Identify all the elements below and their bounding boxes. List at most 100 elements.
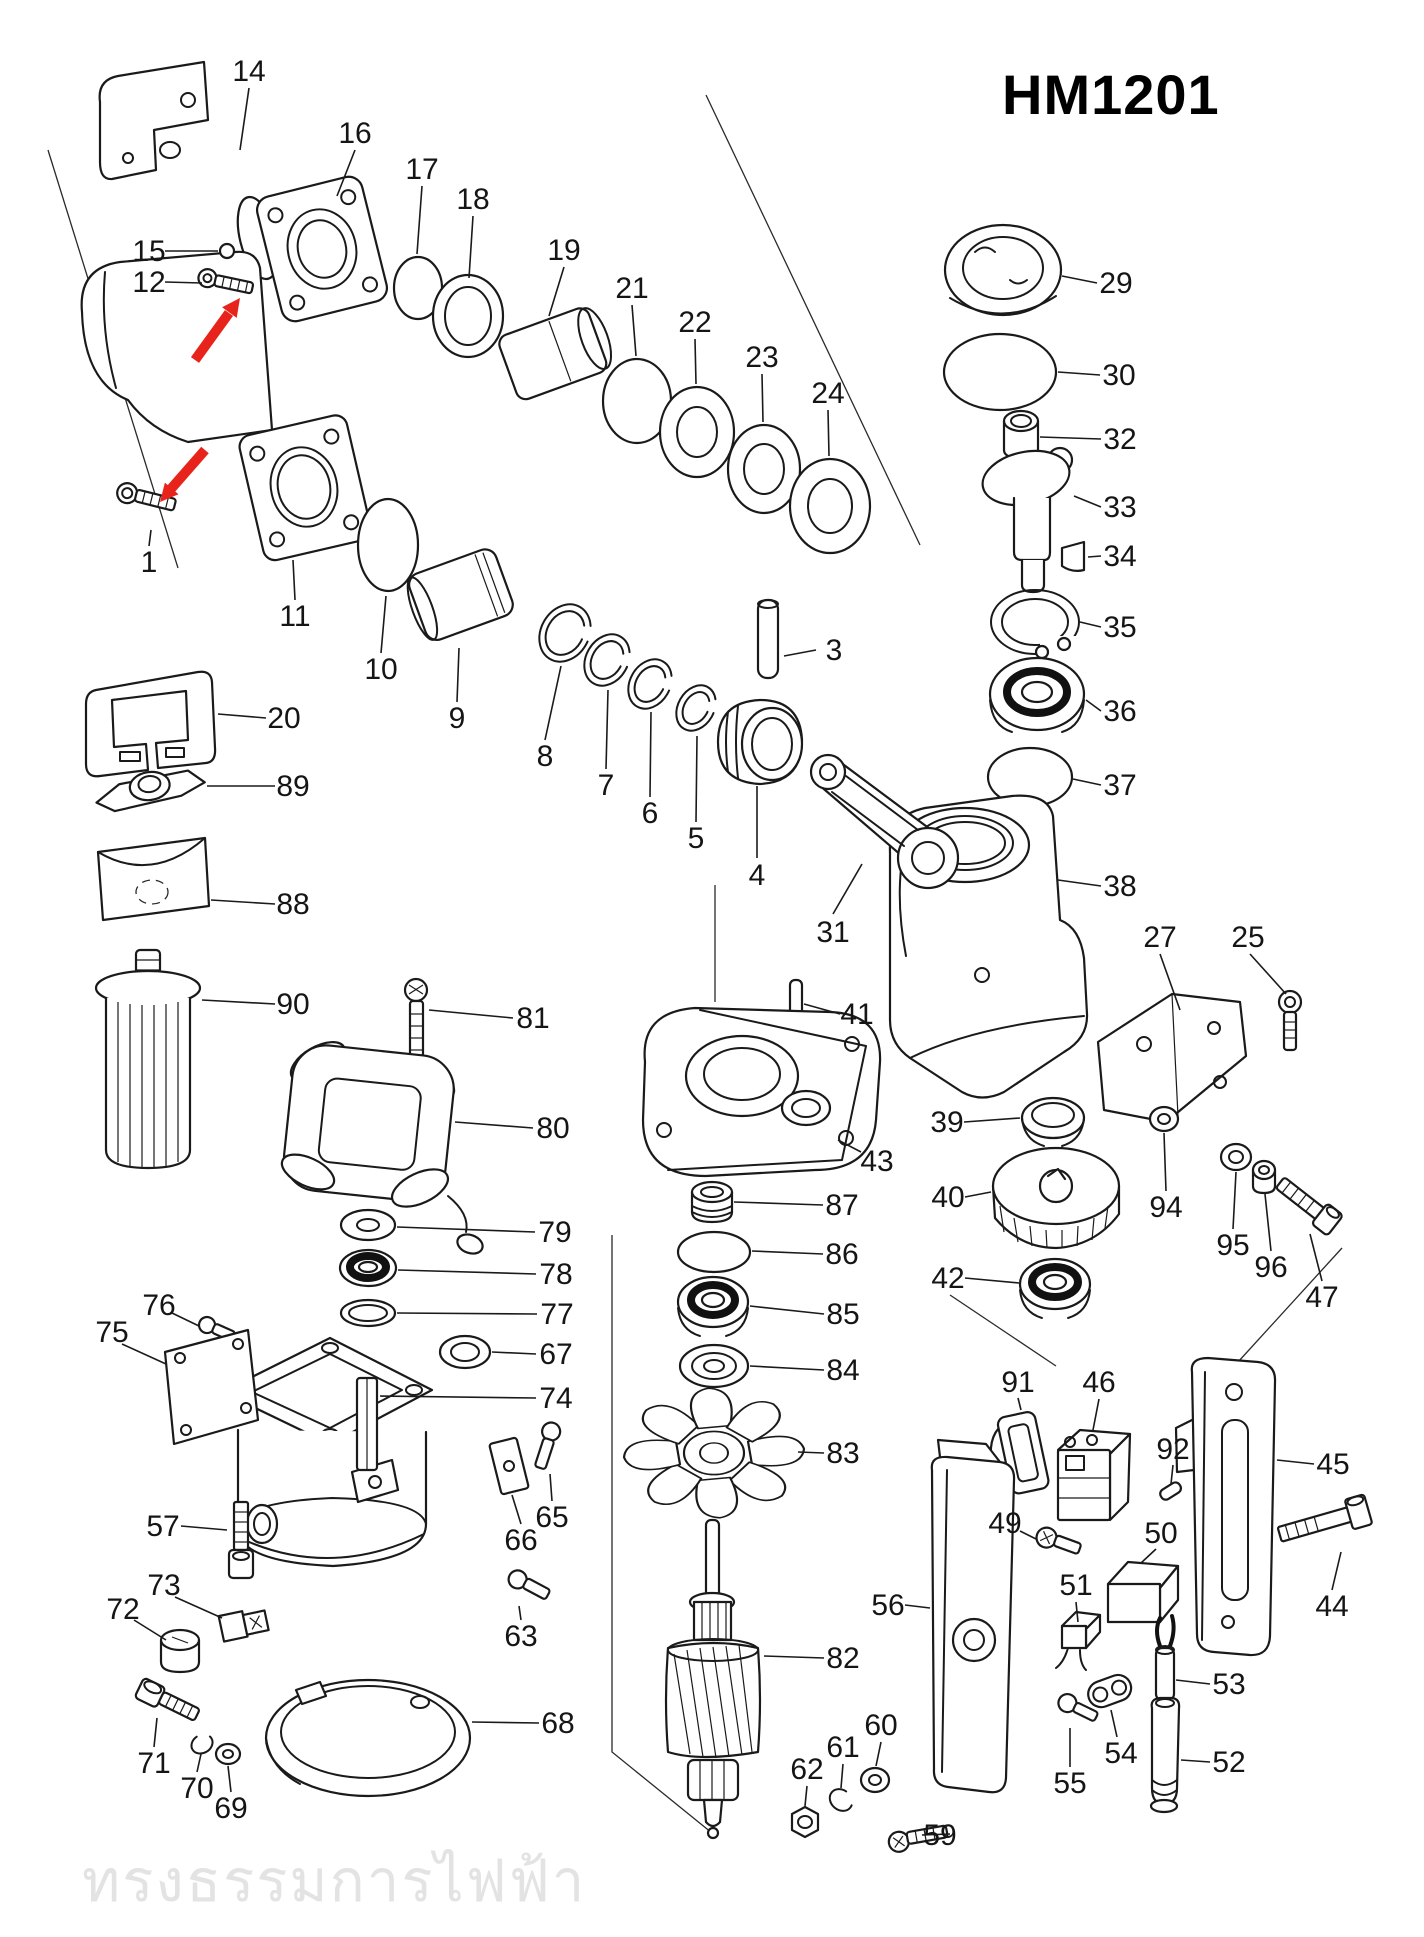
- part-label-66: 66: [504, 1524, 537, 1557]
- leader-line-68: [471, 1721, 540, 1724]
- part-label-94: 94: [1149, 1191, 1182, 1224]
- part-label-33: 33: [1103, 491, 1136, 524]
- leader-line-18: [468, 215, 474, 279]
- part-label-53: 53: [1212, 1668, 1245, 1701]
- part-label-42: 42: [931, 1262, 964, 1295]
- part-label-56: 56: [871, 1589, 904, 1622]
- leader-line-1: [148, 529, 152, 547]
- leader-line-6: [649, 711, 652, 798]
- part-label-31: 31: [816, 916, 849, 949]
- part-label-55: 55: [1053, 1767, 1086, 1800]
- part-label-24: 24: [811, 377, 844, 410]
- leader-line-30: [1057, 371, 1101, 376]
- part-94-drawing: [1148, 1105, 1180, 1133]
- part-65-drawing: [534, 1421, 562, 1470]
- part-label-9: 9: [449, 702, 466, 735]
- part-63-drawing: [507, 1569, 551, 1600]
- leader-line-42: [964, 1277, 1020, 1284]
- leader-line-51: [1075, 1601, 1079, 1623]
- part-79-drawing: [339, 1208, 397, 1242]
- part-label-22: 22: [678, 306, 711, 339]
- leader-line-67: [491, 1351, 537, 1355]
- part-label-49: 49: [988, 1507, 1021, 1540]
- part-30-drawing: [942, 332, 1058, 412]
- part-23-drawing: [726, 423, 802, 515]
- leader-line-77: [396, 1312, 538, 1315]
- leader-line-84: [749, 1365, 825, 1371]
- part-31-drawing: [809, 753, 960, 890]
- leader-line-76: [171, 1312, 200, 1327]
- page-title: HM1201: [1002, 63, 1220, 126]
- part-label-82: 82: [826, 1642, 859, 1675]
- leader-line-90: [201, 999, 276, 1005]
- leader-line-3: [783, 649, 817, 657]
- leader-line-27: [1159, 953, 1181, 1011]
- part-label-8: 8: [537, 740, 554, 773]
- part-96-drawing: [1251, 1159, 1277, 1195]
- part-label-3: 3: [826, 634, 843, 667]
- leader-line-21: [631, 304, 637, 357]
- leader-line-59: [921, 1833, 951, 1836]
- part-label-36: 36: [1103, 695, 1136, 728]
- part-46-drawing: [1056, 1428, 1132, 1522]
- part-20-drawing: [84, 670, 217, 778]
- part-label-6: 6: [642, 797, 659, 830]
- leader-line-31: [832, 863, 863, 915]
- highlight-arrow-lower: [160, 446, 209, 502]
- part-label-4: 4: [749, 859, 766, 892]
- part-55-drawing: [1057, 1693, 1099, 1722]
- leader-line-20: [217, 713, 267, 719]
- part-label-76: 76: [142, 1289, 175, 1322]
- part-label-17: 17: [405, 153, 438, 186]
- leader-line-23: [761, 373, 764, 423]
- part-label-85: 85: [826, 1298, 859, 1331]
- part-15-drawing: [218, 242, 236, 260]
- part-label-81: 81: [516, 1002, 549, 1035]
- leader-line-35: [1079, 621, 1102, 628]
- leader-line-80: [454, 1121, 534, 1129]
- part-67-drawing: [438, 1334, 492, 1370]
- leader-line-75: [121, 1343, 167, 1365]
- part-3-drawing: [756, 598, 780, 680]
- part-label-30: 30: [1102, 359, 1135, 392]
- part-62-drawing: [790, 1805, 820, 1839]
- leader-line-45: [1276, 1459, 1315, 1465]
- part-label-39: 39: [930, 1106, 963, 1139]
- leader-line-33: [1073, 495, 1102, 508]
- part-73-drawing: [217, 1609, 270, 1643]
- part-label-14: 14: [232, 55, 265, 88]
- leader-line-83: [797, 1451, 825, 1454]
- part-label-51: 51: [1059, 1569, 1092, 1602]
- leader-line-91: [1017, 1397, 1022, 1411]
- part-12-drawing: [197, 268, 255, 295]
- part-label-47: 47: [1305, 1281, 1338, 1314]
- part-label-7: 7: [598, 769, 615, 802]
- leader-line-41: [803, 1003, 841, 1015]
- part-11-drawing: [238, 414, 372, 562]
- leader-line-29: [1061, 275, 1098, 284]
- part-label-34: 34: [1103, 540, 1136, 573]
- part-label-63: 63: [504, 1620, 537, 1653]
- leader-line-70: [196, 1753, 202, 1773]
- leader-line-81: [428, 1009, 514, 1019]
- part-1-drawing: [116, 482, 177, 512]
- part-label-67: 67: [539, 1338, 572, 1371]
- leader-line-19: [548, 266, 565, 317]
- part-label-62: 62: [790, 1753, 823, 1786]
- part-75-drawing: [163, 1328, 260, 1446]
- leader-line-72: [133, 1619, 167, 1641]
- part-label-57: 57: [146, 1510, 179, 1543]
- part-39-drawing: [1020, 1096, 1086, 1147]
- part-label-95: 95: [1216, 1229, 1249, 1262]
- leader-line-49: [1019, 1530, 1037, 1540]
- part-69-drawing: [214, 1742, 242, 1766]
- leader-line-54: [1110, 1709, 1118, 1738]
- leader-line-69: [227, 1765, 232, 1793]
- part-label-43: 43: [860, 1145, 893, 1178]
- leader-line-62: [804, 1785, 808, 1807]
- part-label-84: 84: [826, 1354, 859, 1387]
- part-47-drawing: [1275, 1177, 1343, 1236]
- part-72-drawing: [159, 1628, 201, 1674]
- leader-line-38: [1057, 879, 1102, 887]
